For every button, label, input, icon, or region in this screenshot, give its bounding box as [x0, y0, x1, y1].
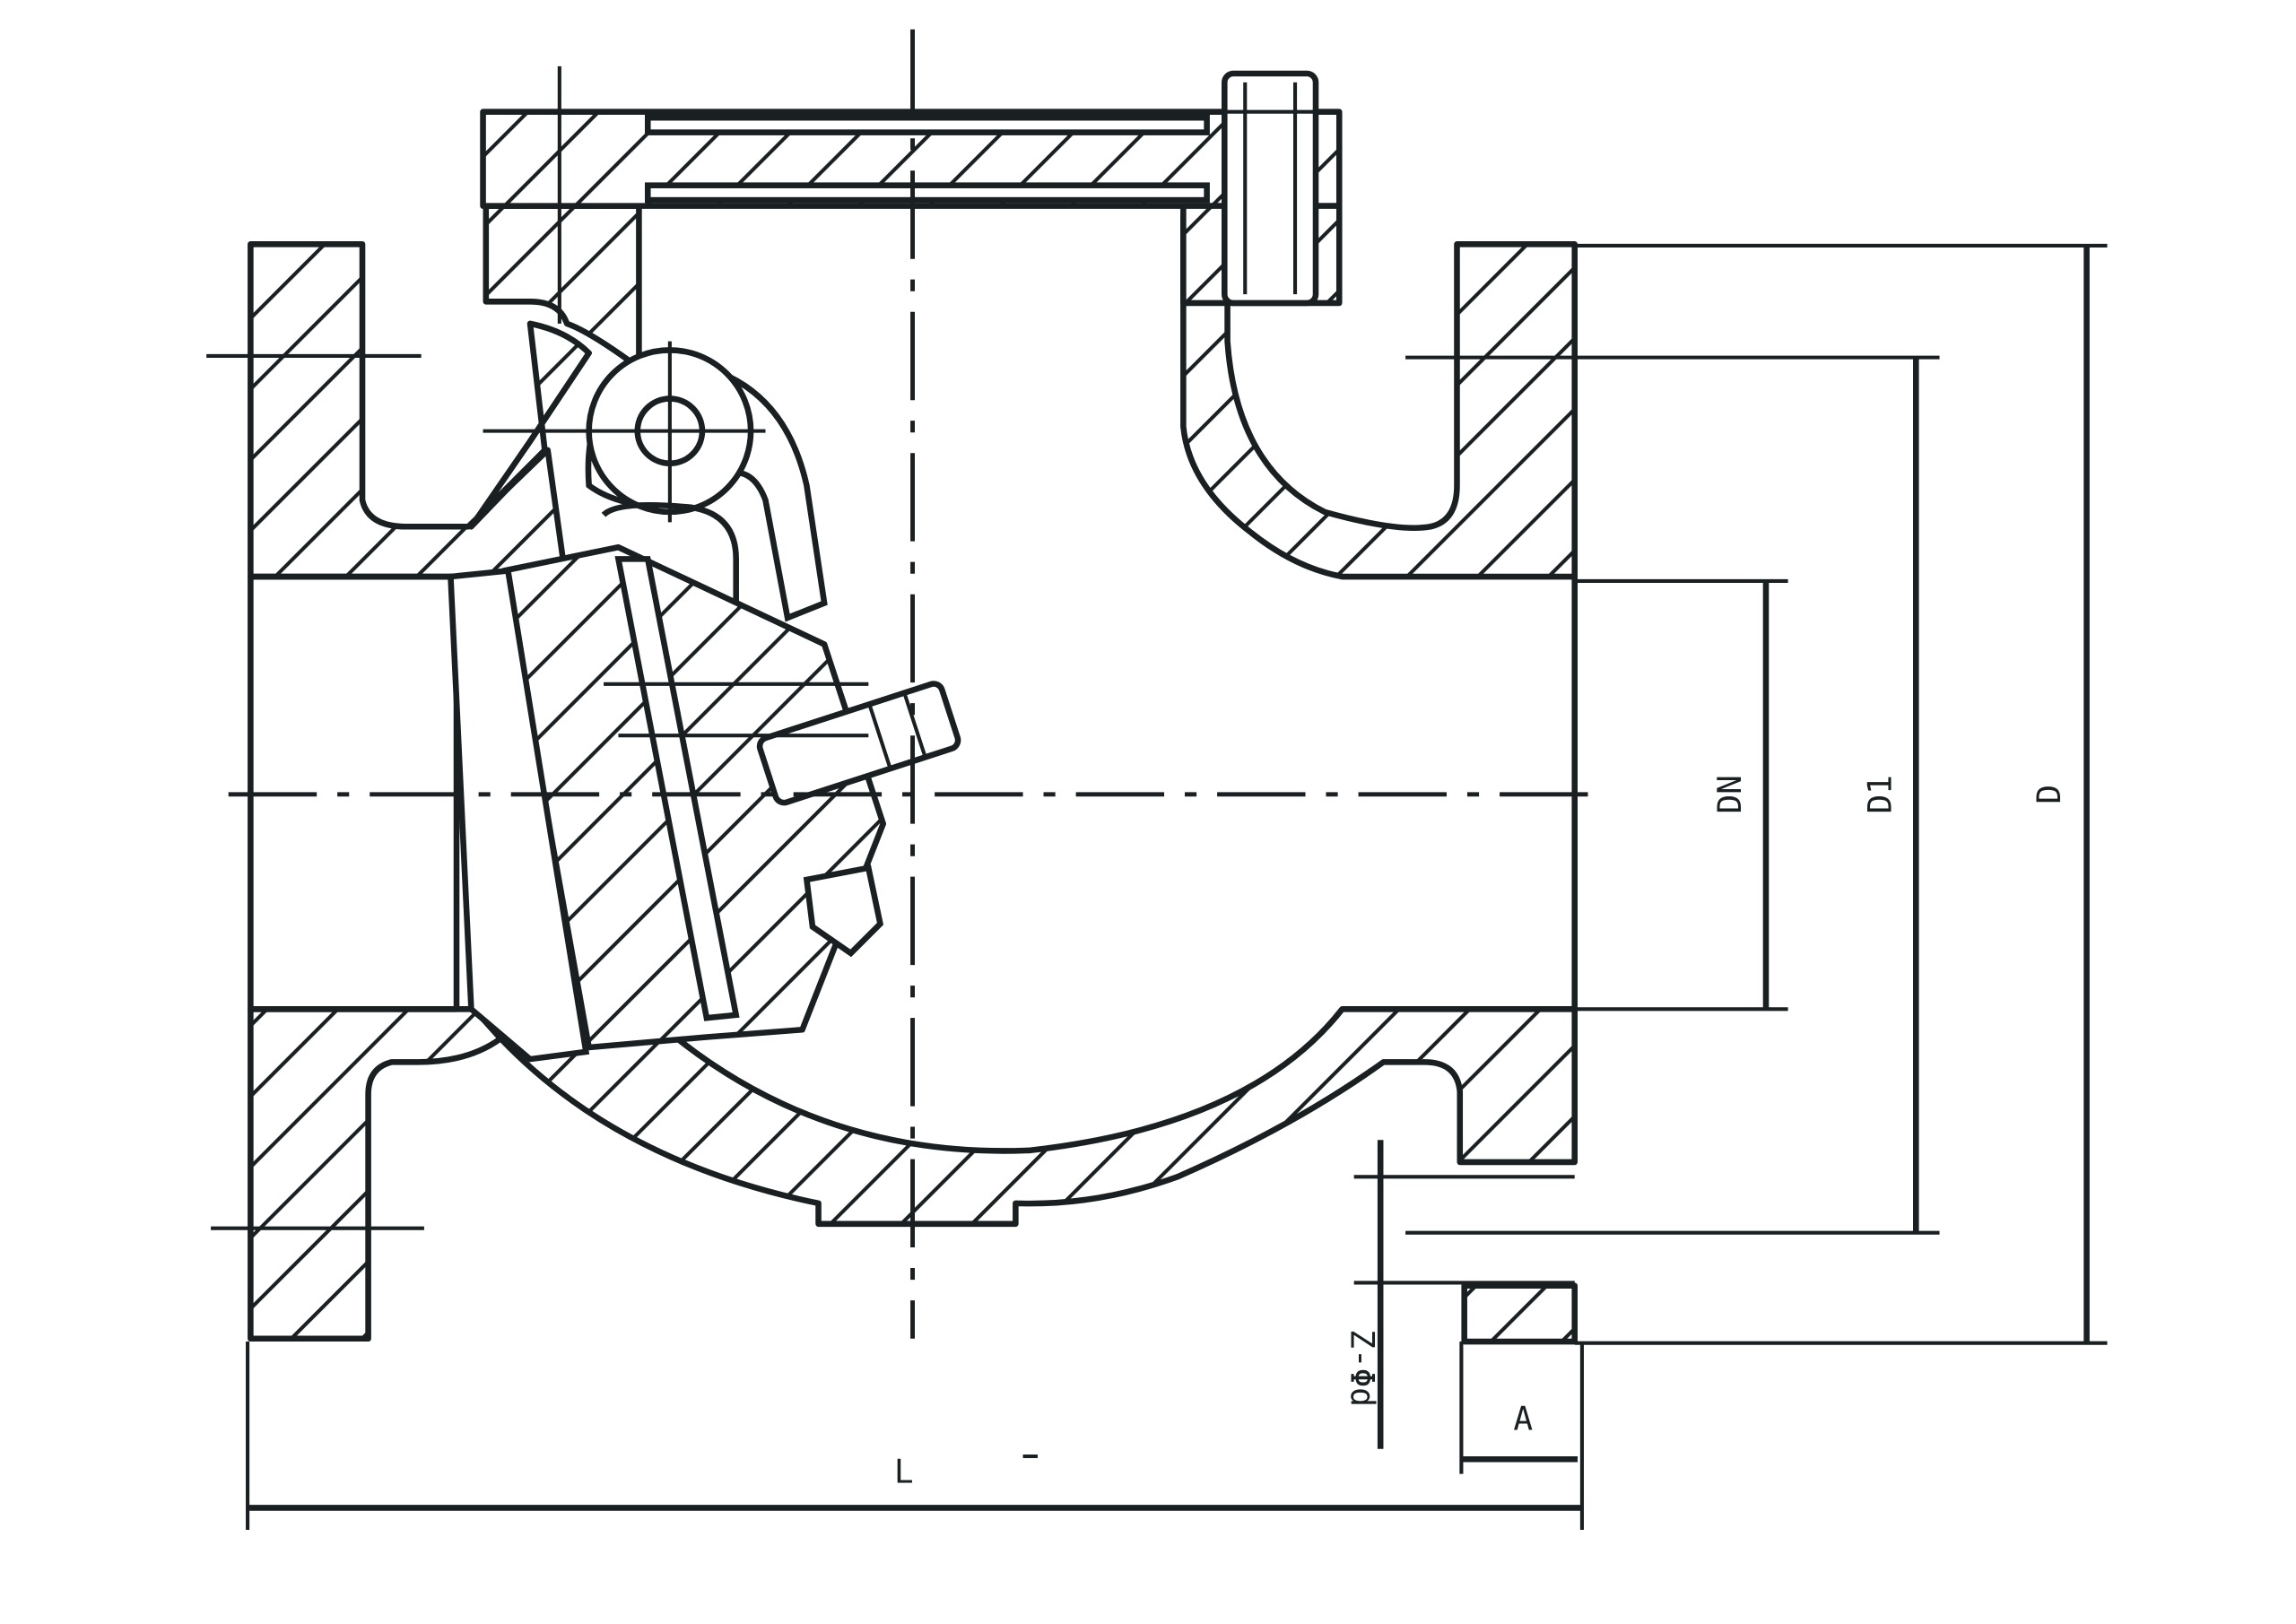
- bonnet-neck: [483, 203, 642, 371]
- label-d1: D1: [1861, 775, 1899, 813]
- body-bowl: [471, 1006, 1578, 1228]
- disc-lug: [803, 864, 884, 958]
- label-l: L: [894, 1454, 914, 1491]
- right-flange-upper: [1180, 212, 1578, 580]
- left-flange-lower: [248, 1006, 504, 1342]
- cover-slot-lower: [644, 182, 1210, 204]
- disc-seat-ring: [448, 567, 590, 1063]
- label-dn: DN: [1711, 775, 1749, 813]
- hinge-disc-assembly: [448, 347, 961, 1063]
- right-flange-lower: [1461, 1282, 1578, 1345]
- label-a: A: [1513, 1400, 1533, 1437]
- arm-link: [601, 501, 739, 633]
- cover-bolt: [1222, 70, 1319, 307]
- centerlines: [206, 29, 1605, 1339]
- label-bolt-holes: Z-Φd: [1343, 1329, 1380, 1407]
- disc-face: [614, 556, 740, 1021]
- seat-housing: [468, 320, 592, 530]
- disc-nut: [756, 681, 961, 806]
- cover-slot: [644, 114, 1210, 135]
- dimensions: [246, 243, 2108, 1531]
- label-d: D: [2031, 785, 2068, 804]
